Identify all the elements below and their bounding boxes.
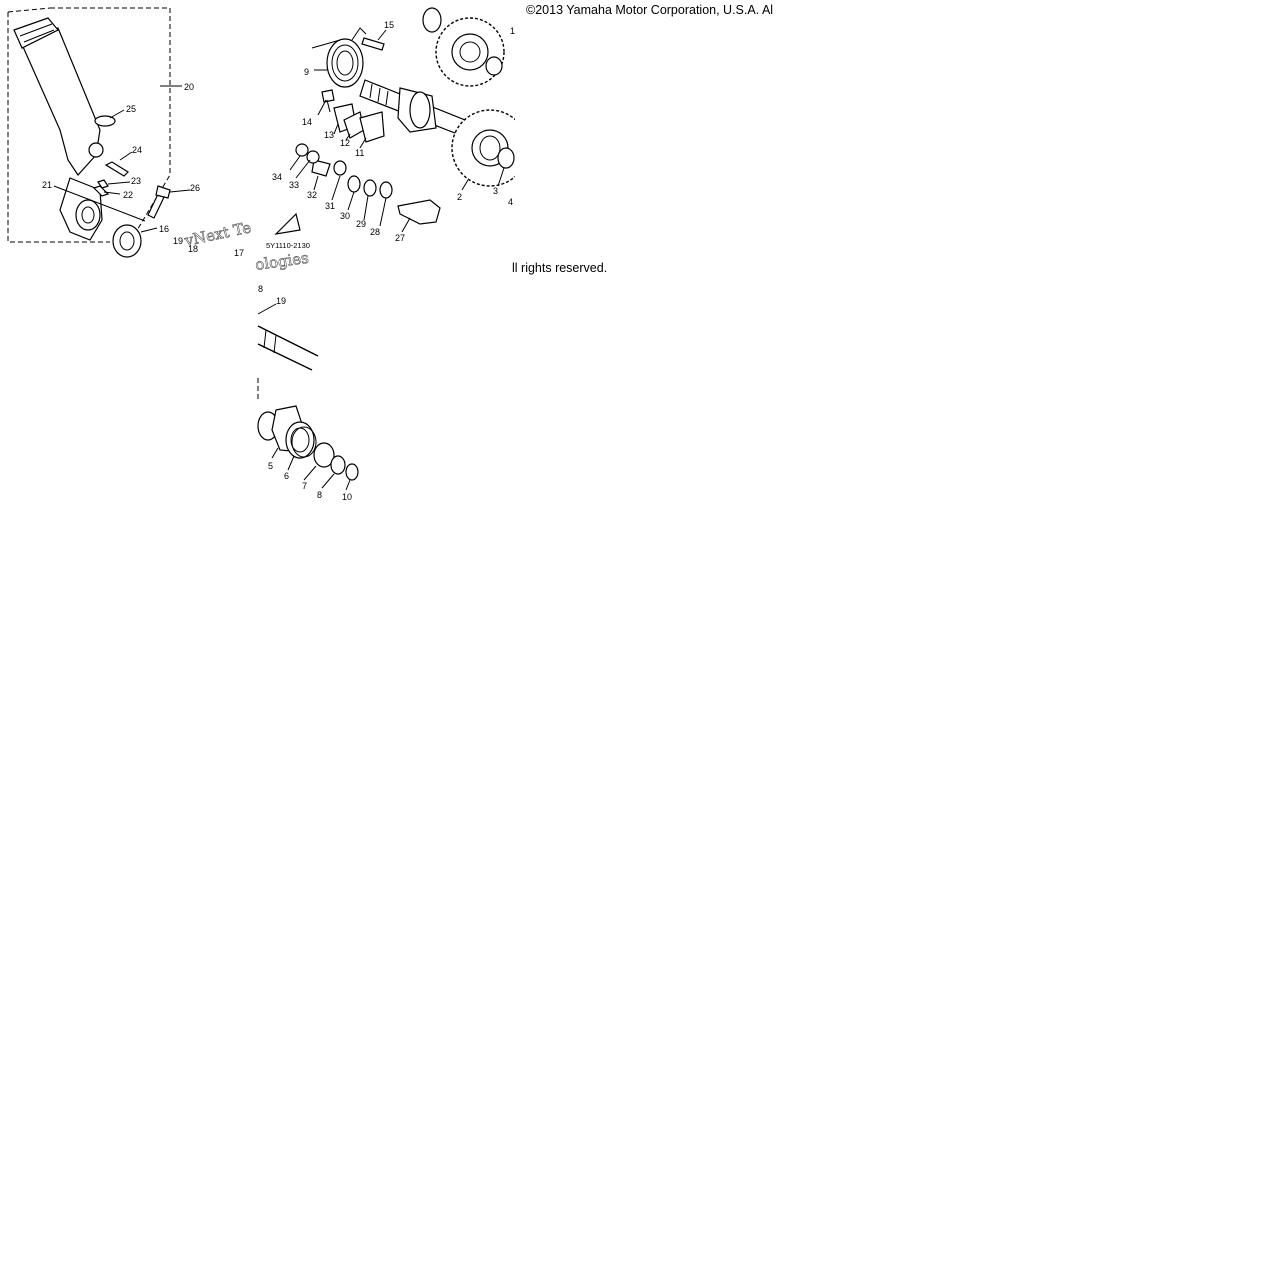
kick-lever-arm xyxy=(19,27,101,176)
circlip-30 xyxy=(347,175,361,193)
kick-shaft-assembly xyxy=(274,7,529,235)
watermark-line-1: vNext Te xyxy=(182,218,253,250)
kick-idle-27 xyxy=(397,199,441,225)
callout-4: 4 xyxy=(508,197,513,207)
callout-14: 14 xyxy=(302,117,312,127)
callout-28: 28 xyxy=(370,227,380,237)
callout-3: 3 xyxy=(493,186,498,196)
callout-18: 18 xyxy=(188,244,198,254)
washer-8 xyxy=(330,455,346,475)
bracket-32 xyxy=(311,159,331,177)
copyright-text: ©2013 Yamaha Motor Corporation, U.S.A. A… xyxy=(526,3,774,17)
callout-12: 12 xyxy=(340,138,350,148)
washer-7 xyxy=(313,442,335,468)
part-31 xyxy=(333,160,347,176)
washer-3 xyxy=(497,147,515,169)
plate-11 xyxy=(359,111,385,143)
spring-22 xyxy=(92,185,110,197)
callout-20: 20 xyxy=(184,82,194,92)
callout-17: 17 xyxy=(234,248,244,258)
kick-crank-assembly xyxy=(7,7,191,258)
callout-23: 23 xyxy=(131,176,141,186)
callout-19-lower: 19 xyxy=(276,296,286,306)
rights-text: ll rights reserved. xyxy=(512,261,608,275)
callout-5: 5 xyxy=(268,461,273,471)
oil-seal-16 xyxy=(112,224,142,258)
callout-26: 26 xyxy=(190,183,200,193)
callout-34: 34 xyxy=(272,172,282,182)
callout-16: 16 xyxy=(159,224,169,234)
callout-32: 32 xyxy=(307,190,317,200)
callout-6: 6 xyxy=(284,471,289,481)
fwd-arrow-icon xyxy=(274,212,301,235)
callout-8: 8 xyxy=(317,490,322,500)
nut-34 xyxy=(295,143,309,157)
callout-1: 1 xyxy=(510,26,515,36)
diagram-code: 5Y1110-2130 xyxy=(266,241,310,250)
callout-9: 9 xyxy=(304,67,309,77)
callout-21: 21 xyxy=(42,180,52,190)
callout-15: 15 xyxy=(384,20,394,30)
watermark-line-2: ologies xyxy=(254,249,310,274)
callout-27: 27 xyxy=(395,233,405,243)
circlip-10 xyxy=(345,463,359,481)
bolt-24 xyxy=(104,161,129,177)
callout-31: 31 xyxy=(325,201,335,211)
torsion-spring-9 xyxy=(326,38,364,88)
callout-2: 2 xyxy=(457,192,462,202)
washer-28 xyxy=(379,181,393,199)
callout-29: 29 xyxy=(356,219,366,229)
cap-part xyxy=(94,115,116,127)
pin-15 xyxy=(361,37,385,51)
callout-24: 24 xyxy=(132,145,142,155)
washer-29 xyxy=(363,179,377,197)
callout-19: 19 xyxy=(173,236,183,246)
callout-33: 33 xyxy=(289,180,299,190)
callout-22: 22 xyxy=(123,190,133,200)
callout-8-lower: 8 xyxy=(258,284,263,294)
lower-shaft-fragment xyxy=(257,303,359,491)
callout-30: 30 xyxy=(340,211,350,221)
callout-10: 10 xyxy=(342,492,352,502)
callout-11: 11 xyxy=(355,148,364,158)
callout-7: 7 xyxy=(302,481,307,491)
callout-25: 25 xyxy=(126,104,136,114)
callout-13: 13 xyxy=(324,130,334,140)
bolt-14 xyxy=(321,89,335,103)
